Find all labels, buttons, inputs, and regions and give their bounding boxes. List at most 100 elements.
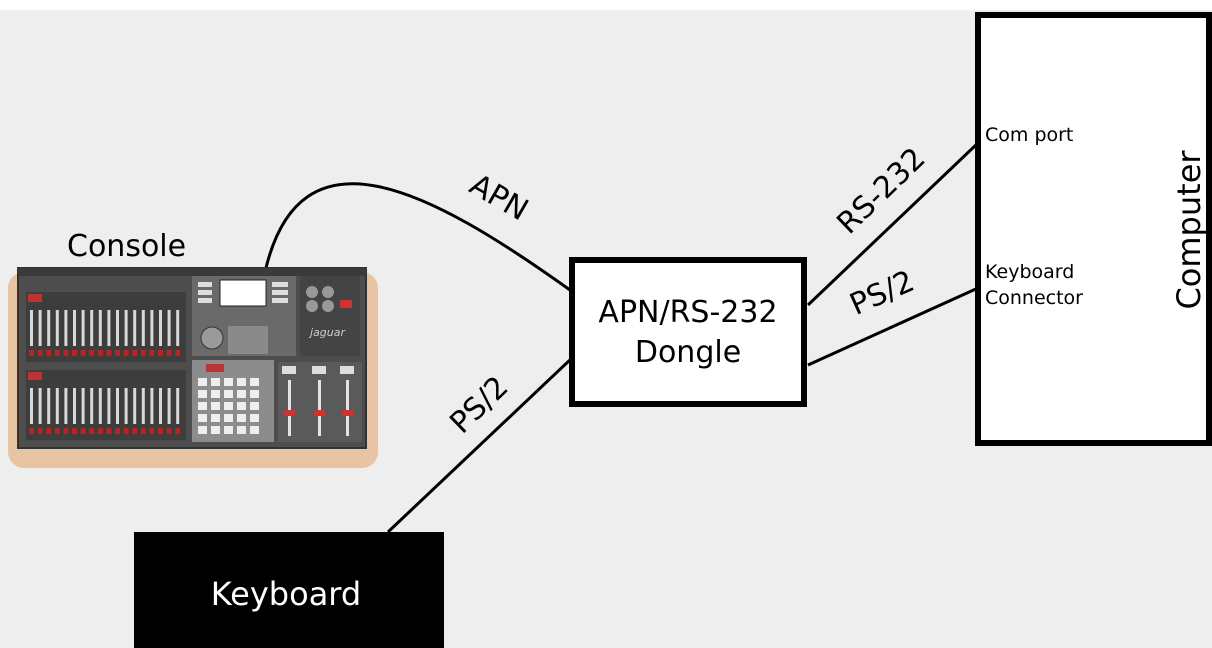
console-fader-button bbox=[132, 350, 138, 356]
console-knob-2 bbox=[322, 286, 334, 298]
console-fader-slot bbox=[150, 388, 154, 424]
console-fader-button bbox=[106, 428, 112, 434]
console-playback-slot bbox=[288, 380, 291, 436]
console-display-lower bbox=[28, 372, 42, 380]
console-fader-slot bbox=[90, 310, 94, 346]
console-playback-faders bbox=[282, 366, 354, 436]
console-fader-button bbox=[46, 428, 52, 434]
console-control-button bbox=[272, 290, 288, 295]
console-keypad-key bbox=[237, 378, 246, 386]
console-keypad-key bbox=[224, 390, 233, 398]
console-fader-slot bbox=[98, 310, 102, 346]
console-fader-button bbox=[149, 350, 155, 356]
console-fader-slot bbox=[55, 310, 59, 346]
console-fader-slot bbox=[64, 310, 68, 346]
console-fader-slots-lower bbox=[29, 388, 181, 434]
console-fader-button bbox=[54, 428, 60, 434]
console-fader-slot bbox=[176, 388, 180, 424]
edge-dongle-keyboard-connector bbox=[807, 286, 979, 367]
console-fader-slot bbox=[107, 310, 111, 346]
console-fader-button bbox=[29, 350, 34, 356]
console-keypad-key bbox=[224, 402, 233, 410]
console-keypad-key bbox=[250, 390, 259, 398]
console-fader-slot bbox=[38, 388, 42, 424]
console-control-button bbox=[272, 282, 288, 287]
console-fader-button bbox=[166, 350, 172, 356]
console-keypad-key bbox=[211, 390, 220, 398]
console-fader-button bbox=[132, 428, 138, 434]
computer-keyboard-connector-line1: Keyboard bbox=[985, 261, 1074, 283]
console-fader-slot bbox=[167, 310, 171, 346]
console-keypad-key bbox=[250, 378, 259, 386]
console-playback-knob bbox=[342, 410, 353, 416]
console-keypad-key bbox=[198, 426, 207, 434]
console-fader-slot bbox=[124, 388, 128, 424]
console-fader-slot bbox=[141, 310, 145, 346]
console-keypad-key bbox=[250, 402, 259, 410]
edge-keyboard-dongle bbox=[386, 356, 574, 534]
console-fader-button bbox=[37, 428, 43, 434]
console-fader-slot bbox=[141, 388, 145, 424]
console-keypad-key bbox=[198, 414, 207, 422]
console-fader-button bbox=[37, 350, 43, 356]
console-keypad-key bbox=[224, 414, 233, 422]
console-fader-button bbox=[123, 428, 129, 434]
computer-com-port-label: Com port bbox=[985, 124, 1073, 146]
console-keypad-key bbox=[198, 390, 207, 398]
dongle-label-line2: Dongle bbox=[635, 335, 741, 370]
console-fader-button bbox=[149, 428, 155, 434]
console-keypad-key bbox=[211, 402, 220, 410]
console-fader-slot bbox=[107, 388, 111, 424]
console-fader-button bbox=[72, 428, 77, 434]
dongle-node: APN/RS-232 Dongle bbox=[569, 257, 807, 407]
console-fader-button bbox=[158, 428, 163, 434]
console-playback-knob bbox=[314, 410, 325, 416]
console-keypad-key bbox=[211, 414, 220, 422]
console-sub-panel bbox=[228, 326, 268, 354]
console-keypad-key bbox=[250, 426, 259, 434]
console-keypad-key bbox=[211, 426, 220, 434]
console-keypad-key bbox=[237, 402, 246, 410]
console-fader-slot bbox=[167, 388, 171, 424]
console-playback-button bbox=[340, 366, 354, 374]
console-fader-slot bbox=[159, 388, 162, 424]
console-knob-3 bbox=[306, 300, 318, 312]
edge-console-dongle bbox=[263, 182, 571, 292]
console-fader-button bbox=[89, 350, 95, 356]
console-keypad-keys bbox=[198, 378, 259, 434]
console-control-button bbox=[272, 298, 288, 303]
console-red-indicator bbox=[340, 300, 352, 308]
console-fader-slots-upper bbox=[29, 310, 181, 356]
console-control-button bbox=[198, 290, 212, 295]
console-fader-button bbox=[29, 428, 34, 434]
console-playback-button bbox=[282, 366, 296, 374]
console-fader-slot bbox=[81, 310, 85, 346]
console-keypad-key bbox=[250, 414, 259, 422]
console-fader-button bbox=[89, 428, 95, 434]
keyboard-label: Keyboard bbox=[211, 575, 361, 613]
computer-keyboard-connector-line2: Connector bbox=[985, 287, 1083, 309]
edge-dongle-com-port bbox=[806, 141, 980, 307]
console-keypad-key bbox=[237, 426, 246, 434]
console-keypad-key bbox=[237, 390, 246, 398]
console-fader-button bbox=[97, 428, 103, 434]
console-label: Console bbox=[67, 229, 186, 264]
console-fader-slot bbox=[81, 388, 85, 424]
console-fader-button bbox=[80, 350, 86, 356]
console-fader-slot bbox=[38, 310, 42, 346]
console-lcd-screen bbox=[219, 279, 267, 307]
console-fader-button bbox=[63, 428, 69, 434]
console-fader-slot bbox=[133, 388, 137, 424]
console-fader-button bbox=[72, 350, 77, 356]
console-fader-slot bbox=[124, 310, 128, 346]
console-knob-4 bbox=[322, 300, 334, 312]
console-fader-button bbox=[54, 350, 60, 356]
console-fader-button bbox=[63, 350, 69, 356]
console-fader-button bbox=[115, 350, 120, 356]
console-fader-button bbox=[46, 350, 52, 356]
console-fader-button bbox=[106, 350, 112, 356]
console-keypad-key bbox=[198, 378, 207, 386]
computer-node: Com port Keyboard Connector Computer bbox=[975, 12, 1212, 446]
